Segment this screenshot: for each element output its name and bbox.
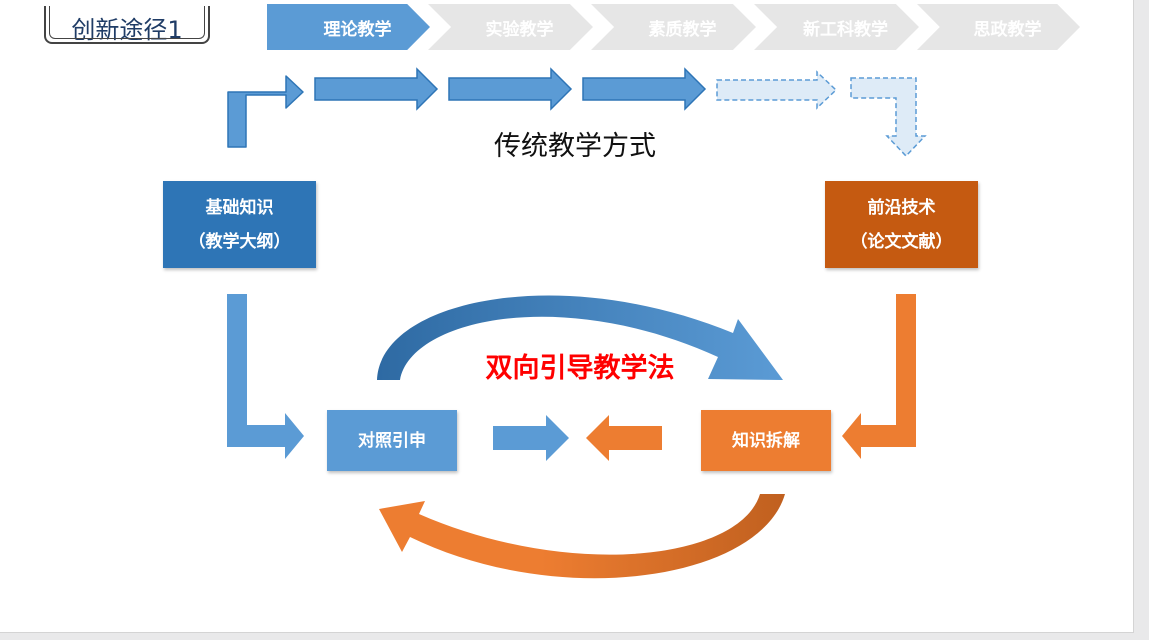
dashed-bent-down-arrow — [850, 77, 927, 158]
bent-up-arrow — [227, 75, 304, 148]
step-quality[interactable]: 素质教学 — [591, 4, 756, 50]
knowledge-decompose-box[interactable]: 知识拆解 — [701, 410, 831, 471]
traditional-method-label: 传统教学方式 — [494, 131, 656, 162]
right-down-left-arrow — [842, 294, 916, 459]
decompose-label: 知识拆解 — [732, 430, 800, 451]
step-new-engineering-label: 新工科教学 — [803, 19, 888, 40]
frontier-title: 前沿技术 — [867, 197, 936, 218]
left-down-right-arrow — [227, 294, 304, 459]
title-frame: 创新途径1 — [44, 6, 210, 44]
bidirectional-method-label: 双向引导教学法 — [485, 353, 675, 384]
compare-label: 对照引申 — [358, 430, 426, 451]
right-arrow-2 — [448, 67, 573, 111]
step-ideology-label: 思政教学 — [973, 19, 1042, 40]
step-quality-label: 素质教学 — [648, 19, 717, 40]
step-theory-label: 理论教学 — [323, 19, 392, 40]
foundation-subtitle: （教学大纲） — [188, 231, 291, 252]
frontier-technology-box[interactable]: 前沿技术 （论文文献） — [825, 181, 978, 268]
step-new-engineering[interactable]: 新工科教学 — [754, 4, 919, 50]
top-curved-arrow — [377, 295, 783, 380]
right-arrow-3 — [582, 67, 707, 111]
step-theory[interactable]: 理论教学 — [267, 4, 430, 50]
right-arrow-1 — [314, 67, 439, 111]
slide: 创新途径1 理论教学 实验教学 素质教学 新工科教学 思政教学 — [0, 0, 1134, 633]
dashed-right-arrow — [716, 70, 838, 110]
foundation-knowledge-box[interactable]: 基础知识 （教学大纲） — [163, 181, 316, 268]
step-ideology[interactable]: 思政教学 — [917, 4, 1080, 50]
foundation-title: 基础知识 — [205, 197, 274, 218]
bottom-curved-arrow — [379, 494, 785, 579]
frontier-subtitle: （论文文献） — [850, 231, 953, 252]
compare-extend-box[interactable]: 对照引申 — [327, 410, 457, 471]
middle-orange-arrow — [586, 415, 662, 461]
middle-blue-arrow — [493, 415, 569, 461]
step-experiment[interactable]: 实验教学 — [428, 4, 593, 50]
arrow-layer — [227, 67, 927, 579]
step-experiment-label: 实验教学 — [485, 19, 554, 40]
